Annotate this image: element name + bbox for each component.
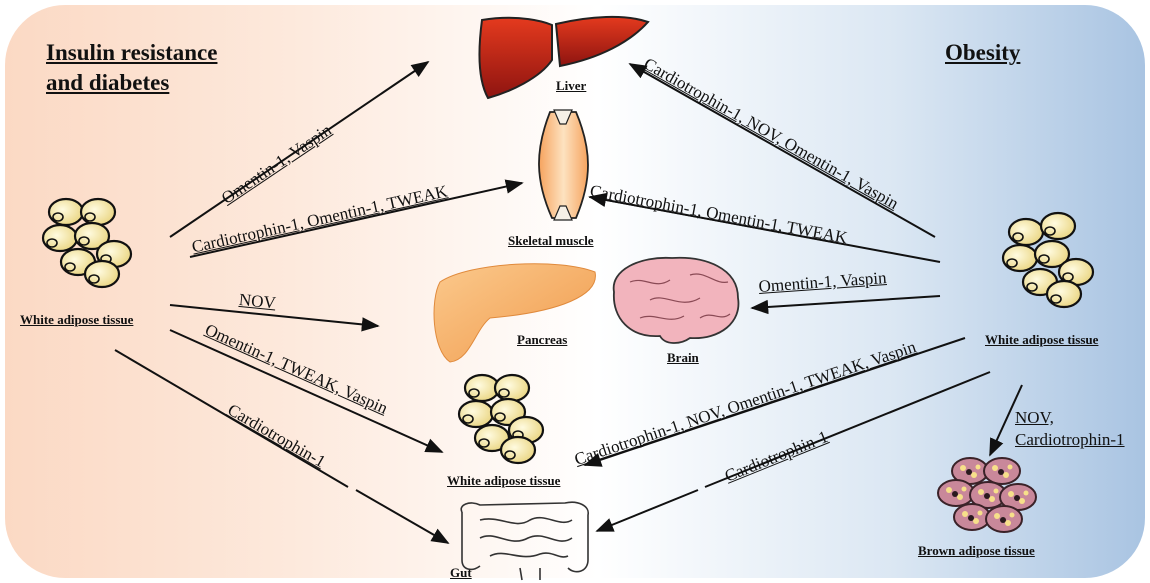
label-right-to-bat-line1: NOV, bbox=[1015, 408, 1054, 428]
arrow-left-to-wat bbox=[170, 330, 442, 452]
skeletal-muscle-label: Skeletal muscle bbox=[508, 233, 594, 249]
liver-label: Liver bbox=[556, 78, 586, 94]
wat-left-icon bbox=[43, 199, 131, 287]
brain-label: Brain bbox=[667, 350, 699, 366]
wat-left-label: White adipose tissue bbox=[20, 312, 133, 328]
wat-center-label: White adipose tissue bbox=[447, 473, 560, 489]
pancreas-label: Pancreas bbox=[517, 332, 567, 348]
wat-center-icon bbox=[459, 375, 543, 463]
wat-right-label: White adipose tissue bbox=[985, 332, 1098, 348]
bat-icon bbox=[938, 458, 1036, 532]
arrow-right-to-gut-b bbox=[597, 490, 698, 531]
brain-icon bbox=[614, 258, 739, 343]
label-left-to-pancreas: NOV bbox=[238, 290, 277, 313]
bat-label: Brown adipose tissue bbox=[918, 543, 1035, 559]
skeletal-muscle-icon bbox=[539, 110, 588, 220]
gut-icon bbox=[461, 502, 588, 580]
arrow-left-to-gut-b bbox=[356, 490, 448, 543]
arrow-right-to-brain bbox=[752, 296, 940, 308]
gut-label: Gut bbox=[450, 565, 472, 581]
label-right-to-bat-line2: Cardiotrophin-1 bbox=[1015, 430, 1125, 450]
wat-right-icon bbox=[1003, 213, 1093, 307]
pancreas-icon bbox=[434, 264, 595, 362]
